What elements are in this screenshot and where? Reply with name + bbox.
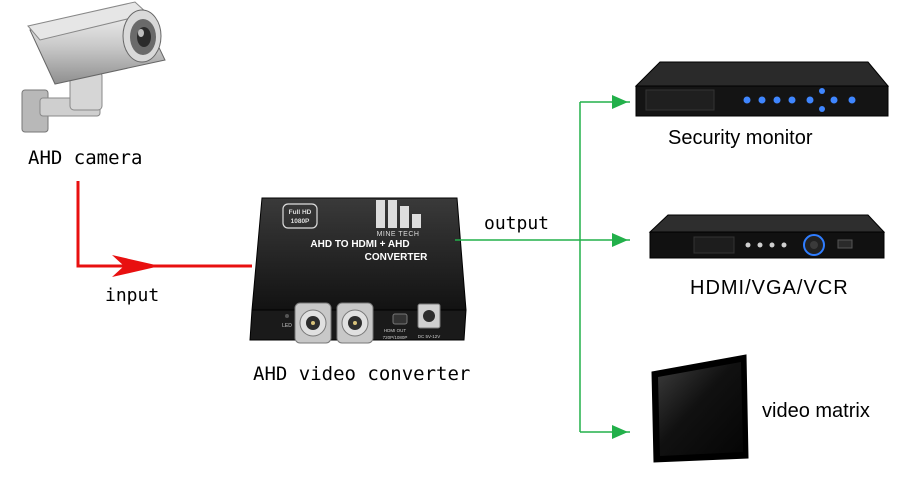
fullhd-badge — [282, 203, 318, 229]
camera-label: AHD camera — [28, 147, 143, 169]
converter-title-line1: AHD TO HDMI + AHD — [310, 239, 409, 250]
input-arrow-icon — [112, 255, 160, 277]
led-indicator-icon — [285, 314, 289, 318]
brand-text: MINE TECH — [377, 231, 420, 238]
converter-device: Full HD 1080P MINE TECH AHD TO HDMI + AH… — [249, 197, 467, 344]
output-label: output — [484, 213, 550, 234]
security-monitor-label: Security monitor — [668, 127, 813, 149]
port-label-1: HDMI OUT — [384, 328, 406, 333]
badge-line2: 1080P — [291, 218, 310, 225]
badge-line1: Full HD — [289, 209, 312, 216]
input-connector — [76, 181, 252, 277]
led-label: LED — [282, 323, 292, 329]
power-label: DC 5V-12V — [418, 334, 441, 339]
port-label-2: 720P/1080P — [383, 335, 408, 340]
input-label: input — [105, 285, 160, 306]
hdmi-vga-vcr-device — [648, 214, 886, 259]
output-arrow-icon — [612, 95, 628, 109]
output-connectors — [455, 95, 630, 439]
converter-label: AHD video converter — [253, 363, 471, 385]
bnc-connector-icon — [294, 302, 332, 344]
bnc-connector-icon — [336, 302, 374, 344]
video-matrix-label: video matrix — [762, 400, 870, 422]
video-matrix-screen-icon — [651, 354, 749, 463]
camera-icon — [21, 1, 166, 133]
hdmi-vga-vcr-label: HDMI/VGA/VCR — [690, 277, 849, 299]
hdmi-port-icon — [392, 313, 408, 325]
output-arrow-icon — [612, 425, 628, 439]
brand-logo-icon — [376, 200, 421, 228]
output-arrow-icon — [612, 233, 628, 247]
converter-title-line2: CONVERTER — [365, 252, 429, 263]
security-monitor-device — [634, 61, 890, 117]
